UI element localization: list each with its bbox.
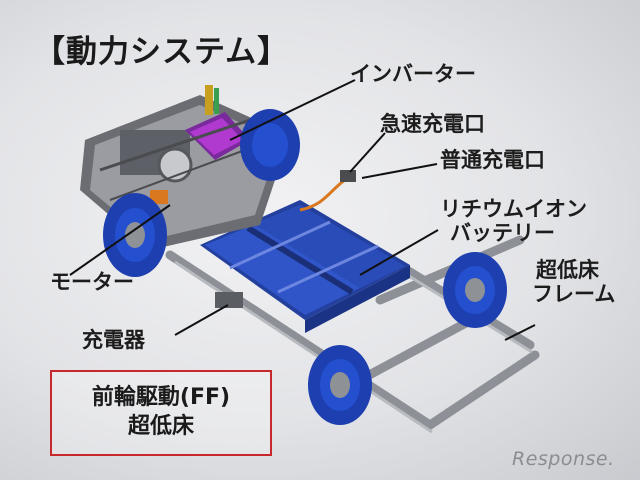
label-inverter: インバーター: [350, 62, 476, 86]
page-title: 【動力システム】: [34, 34, 290, 70]
label-frame-line1: 超低床: [536, 258, 599, 282]
label-battery-line1: リチウムイオン: [440, 197, 587, 221]
battery-pack: [200, 200, 410, 333]
leader-lines: [69, 79, 536, 341]
charger-unit: [215, 292, 243, 308]
label-normal-charge-port: 普通充電口: [440, 148, 545, 172]
wheels: [103, 109, 507, 425]
label-quick-charge-port: 急速充電口: [380, 112, 485, 136]
label-battery: リチウムイオン バッテリー: [440, 197, 587, 245]
callout-line2: 超低床: [127, 414, 194, 439]
label-battery-line2: バッテリー: [450, 221, 555, 246]
label-motor: モーター: [50, 270, 134, 294]
response-watermark-logo: Response.: [512, 448, 615, 470]
label-frame: 超低床 フレーム: [532, 258, 615, 306]
callout-line1: 前輪駆動(FF): [91, 385, 231, 411]
label-frame-line2: フレーム: [532, 282, 616, 307]
label-charger: 充電器: [82, 328, 145, 352]
drive-type-callout: 前輪駆動(FF) 超低床: [50, 370, 272, 456]
